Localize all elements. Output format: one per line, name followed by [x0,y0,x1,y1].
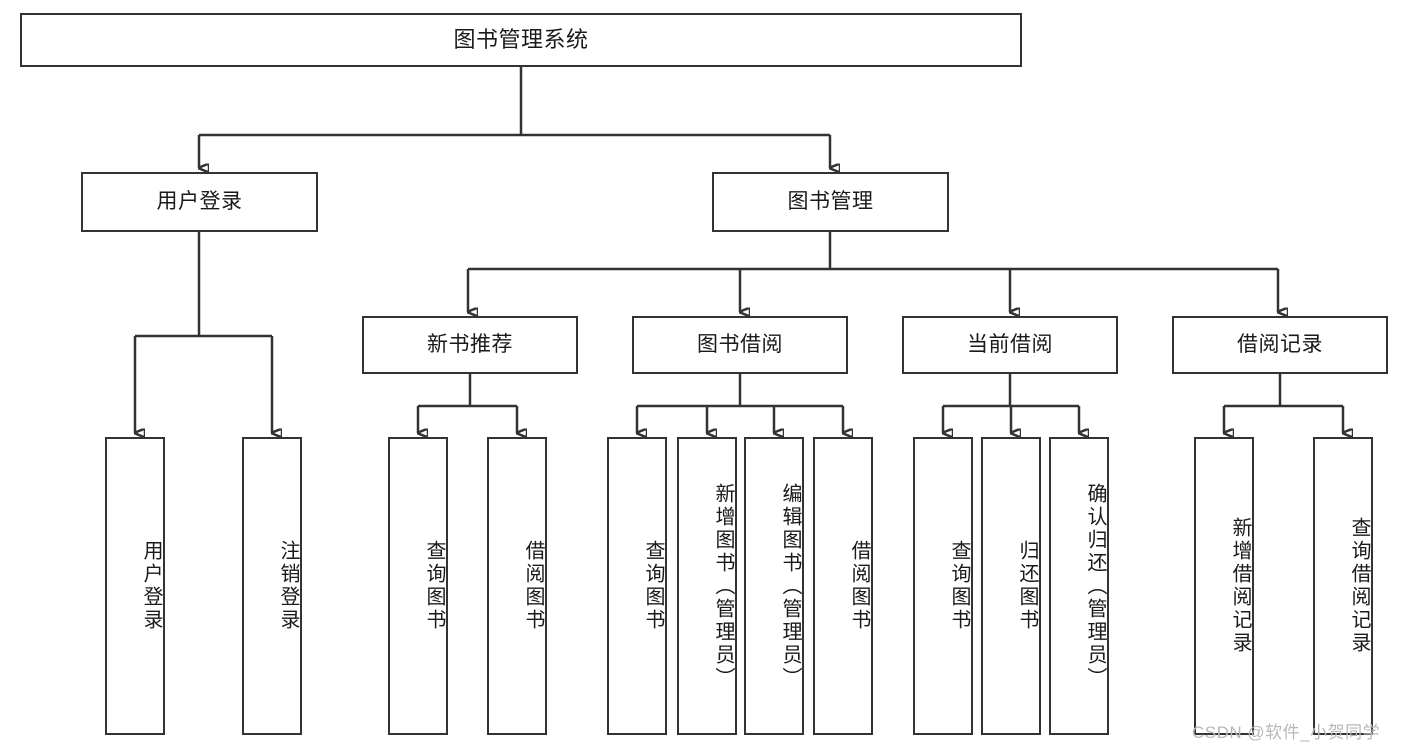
node-current-borrow[interactable]: 当前借阅 [902,316,1118,374]
node-leaf-query-borrow-record[interactable]: 查询借阅记录 [1313,437,1373,735]
node-leaf-user-login[interactable]: 用户登录 [105,437,165,735]
watermark: CSDN @软件_小贺同学 [1192,723,1381,742]
node-leaf-edit-book[interactable]: 编辑图书（管理员） [744,437,804,735]
node-leaf-logout[interactable]: 注销登录 [242,437,302,735]
node-borrow-record[interactable]: 借阅记录 [1172,316,1388,374]
node-leaf-borrow-book-recommend[interactable]: 借阅图书 [487,437,547,735]
node-leaf-confirm-return[interactable]: 确认归还（管理员） [1049,437,1109,735]
node-leaf-query-book-current[interactable]: 查询图书 [913,437,973,735]
node-user-login[interactable]: 用户登录 [81,172,318,232]
node-book-borrow[interactable]: 图书借阅 [632,316,848,374]
node-root-system[interactable]: 图书管理系统 [20,13,1022,67]
node-new-book-recommend[interactable]: 新书推荐 [362,316,578,374]
node-leaf-borrow-book[interactable]: 借阅图书 [813,437,873,735]
node-leaf-return-book[interactable]: 归还图书 [981,437,1041,735]
node-leaf-query-book-borrow[interactable]: 查询图书 [607,437,667,735]
node-leaf-add-borrow-record[interactable]: 新增借阅记录 [1194,437,1254,735]
node-leaf-add-book[interactable]: 新增图书（管理员） [677,437,737,735]
node-book-manage[interactable]: 图书管理 [712,172,949,232]
node-leaf-query-book-recommend[interactable]: 查询图书 [388,437,448,735]
